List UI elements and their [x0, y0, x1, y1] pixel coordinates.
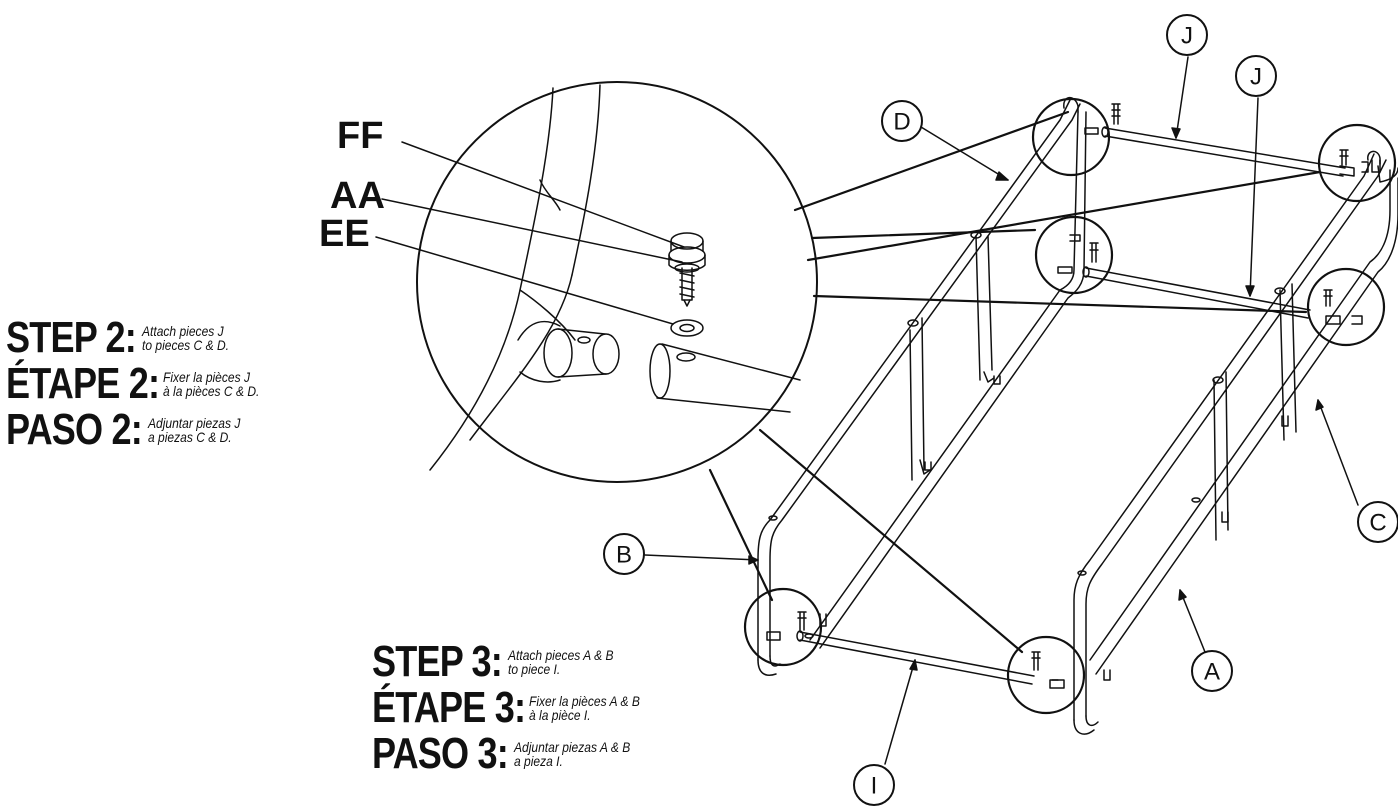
leader-j1 — [1175, 56, 1189, 139]
label-c: C — [1369, 510, 1386, 537]
step2-instructions: STEP 2: Attach pieces J to pieces C & D.… — [6, 313, 275, 454]
step3-es-line2: a pieza I. — [513, 753, 563, 769]
ee-leader — [375, 236, 674, 325]
joint-screws — [797, 103, 1369, 681]
step2-es-line2: a piezas C & D. — [147, 429, 232, 445]
label-a: A — [1204, 659, 1220, 686]
joint-circle-mid-right — [1306, 267, 1386, 347]
label-i: I — [871, 773, 878, 800]
label-circle-c — [1357, 501, 1398, 543]
step2-fr: ÉTAPE 2: Fixer la pièces J à la pièces C… — [6, 359, 275, 408]
joint-circle-bottom-left — [743, 587, 823, 667]
joint-circle-top-right — [1317, 123, 1397, 203]
ff-leader — [401, 141, 685, 248]
callout-aa: AA — [330, 175, 385, 217]
tube-i — [796, 630, 1065, 689]
step3-es: PASO 3: Adjuntar piezas A & B a pieza I. — [372, 729, 658, 778]
step3-en: STEP 3: Attach pieces A & B to piece I. — [372, 637, 658, 686]
leader-b — [644, 554, 759, 561]
leader-c — [1317, 399, 1359, 506]
step2-en-text: Attach pieces J to pieces C & D. — [142, 324, 229, 352]
label-circle-b — [603, 533, 645, 575]
step3-es-line1: Adjuntar piezas A & B — [513, 739, 631, 755]
step2-fr-text: Fixer la pièces J à la pièces C & D. — [163, 370, 259, 398]
joint-circle-top-left — [1031, 97, 1111, 177]
label-circle-j2 — [1235, 55, 1277, 97]
label-d: D — [893, 109, 910, 136]
aa-leader — [381, 198, 683, 263]
step2-en-line1: Attach pieces J — [142, 323, 225, 339]
step2-fr-line1: Fixer la pièces J — [162, 369, 250, 385]
leader-j2 — [1249, 97, 1259, 297]
step3-en-line2: to piece I. — [508, 661, 561, 677]
leader-a — [1179, 589, 1206, 653]
leader-d — [920, 126, 1009, 181]
step2-en-line2: to pieces C & D. — [142, 337, 230, 353]
step2-es-head: PASO 2: — [6, 405, 143, 454]
cap-ff — [668, 232, 706, 273]
step2-es-text: Adjuntar piezas J a piezas C & D. — [148, 416, 240, 444]
tube-j-back — [1101, 126, 1355, 177]
step3-fr: ÉTAPE 3: Fixer la pièces A & B à la pièc… — [372, 683, 658, 732]
joint-circle-bottom-right — [1006, 635, 1086, 715]
step3-fr-line1: Fixer la pièces A & B — [528, 693, 640, 709]
step3-fr-head: ÉTAPE 3: — [372, 683, 526, 732]
step2-en: STEP 2: Attach pieces J to pieces C & D. — [6, 313, 275, 362]
step2-es: PASO 2: Adjuntar piezas J a piezas C & D… — [6, 405, 275, 454]
leader-i — [884, 659, 916, 765]
frame-right-rail — [1073, 150, 1398, 735]
label-circle-a — [1191, 650, 1233, 692]
step2-fr-line2: à la pièces C & D. — [162, 383, 260, 399]
tube-j-front — [1082, 266, 1341, 325]
frame-left-rail — [757, 96, 1099, 676]
step3-fr-line2: à la pièce I. — [528, 707, 591, 723]
detail-view — [375, 81, 818, 483]
screw-aa — [679, 267, 695, 307]
step3-fr-text: Fixer la pièces A & B à la pièce I. — [529, 694, 640, 722]
callout-ee: EE — [319, 213, 370, 255]
joint-circle-mid-left — [1034, 215, 1114, 295]
step3-es-head: PASO 3: — [372, 729, 509, 778]
step3-instructions: STEP 3: Attach pieces A & B to piece I. … — [372, 637, 658, 778]
washer-ee — [670, 319, 704, 337]
step3-en-text: Attach pieces A & B to piece I. — [508, 648, 614, 676]
label-circle-d — [881, 100, 923, 142]
callout-ff: FF — [337, 115, 383, 157]
detail-circle — [416, 81, 818, 483]
label-circle-i — [853, 764, 895, 806]
step3-en-line1: Attach pieces A & B — [508, 647, 615, 663]
step2-fr-head: ÉTAPE 2: — [6, 359, 160, 408]
step3-en-head: STEP 3: — [372, 637, 503, 686]
zoom-leaders — [708, 110, 1322, 654]
label-circle-j1 — [1166, 14, 1208, 56]
label-b: B — [616, 542, 632, 569]
step3-es-text: Adjuntar piezas A & B a pieza I. — [514, 740, 630, 768]
step2-es-line1: Adjuntar piezas J — [147, 415, 241, 431]
label-j2: J — [1250, 64, 1262, 91]
step2-en-head: STEP 2: — [6, 313, 137, 362]
label-j1: J — [1181, 23, 1193, 50]
